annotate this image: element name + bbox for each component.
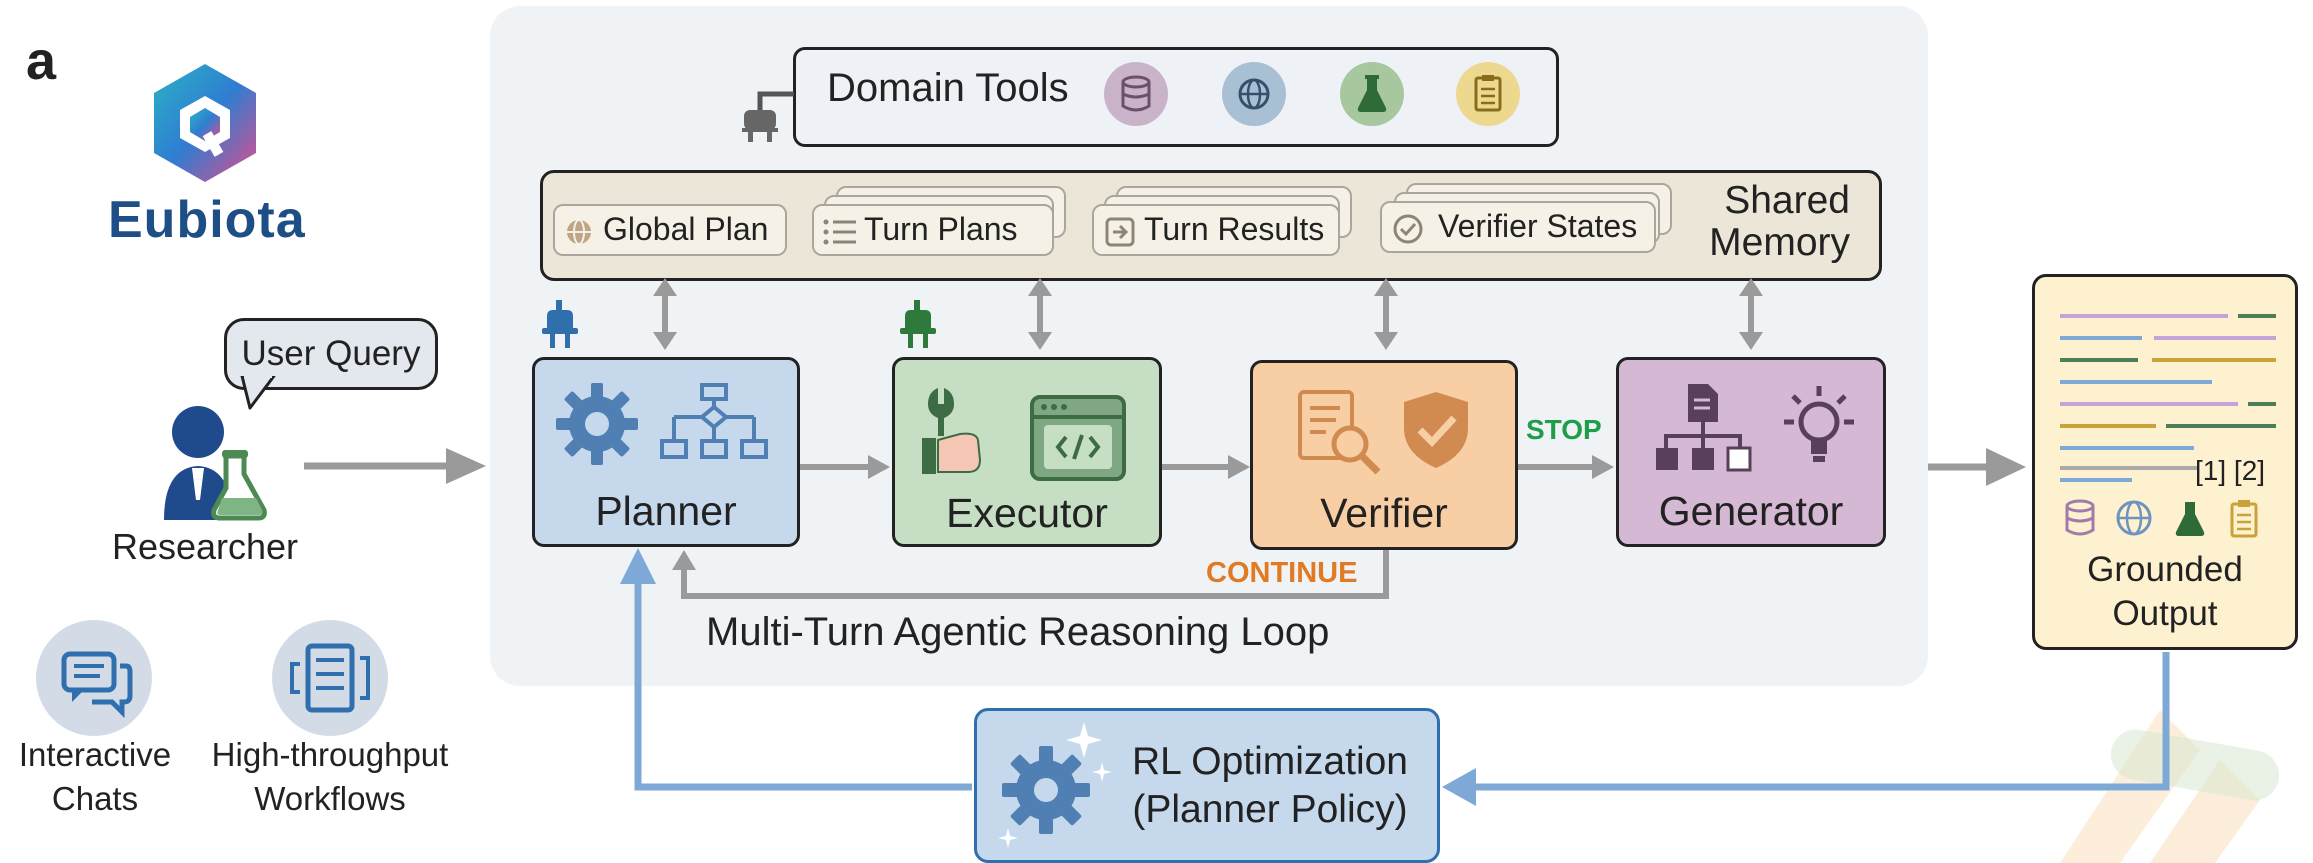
researcher-icon — [164, 406, 267, 521]
continue-label: CONTINUE — [1206, 557, 1358, 589]
grounded-output-line1: Grounded — [2087, 550, 2243, 589]
plug-icon — [742, 91, 794, 142]
sparkle-gear-icon — [998, 722, 1112, 848]
mode-interactive-line1: Interactive — [18, 736, 172, 773]
shared-memory-title-line1: Shared — [1724, 179, 1850, 222]
globe-icon — [2116, 500, 2152, 536]
database-icon — [1104, 62, 1168, 126]
list-icon — [823, 219, 856, 245]
workflow-icon — [272, 620, 388, 736]
citation-labels: [1] [2] — [2195, 455, 2266, 486]
user-query-bubble: User Query — [224, 318, 438, 390]
brand-name: Eubiota — [108, 191, 306, 249]
lightbulb-icon — [1784, 386, 1854, 462]
shared-memory-title-line2: Memory — [1709, 221, 1850, 264]
loop-title: Multi-Turn Agentic Reasoning Loop — [706, 610, 1330, 654]
memory-global-plan: Global Plan — [553, 204, 787, 256]
mode-high-throughput-line2: Workflows — [254, 780, 406, 817]
grounded-output-title: Grounded Output — [2032, 548, 2298, 636]
memory-turn-results: Turn Results — [1092, 204, 1340, 256]
memory-global-plan-label: Global Plan — [603, 211, 769, 247]
planner-label: Planner — [595, 488, 737, 534]
mode-interactive-chats — [34, 618, 154, 738]
eubiota-logo-icon — [154, 64, 256, 182]
memory-verifier-states: Verifier States — [1380, 201, 1656, 253]
domain-tools-title: Domain Tools — [827, 66, 1069, 110]
plug-icon — [542, 300, 578, 348]
executor-label: Executor — [946, 490, 1108, 536]
memory-turn-results-label: Turn Results — [1144, 211, 1325, 247]
gear-icon — [556, 383, 638, 465]
mode-high-throughput-line1: High-throughput — [211, 736, 449, 773]
verifier-node — [1250, 360, 1518, 550]
mode-interactive-line2: Chats — [51, 780, 139, 817]
generator-label: Generator — [1658, 488, 1844, 534]
memory-turn-plans: Turn Plans — [812, 204, 1054, 256]
flask-icon — [2175, 502, 2205, 536]
memory-verifier-states-label: Verifier States — [1438, 208, 1638, 244]
flowchart-icon — [660, 383, 768, 459]
document-search-icon — [1298, 390, 1381, 475]
memory-turn-plans-label: Turn Plans — [864, 211, 1018, 247]
globe-icon — [567, 219, 591, 245]
plug-icon — [900, 300, 936, 348]
clipboard-icon — [1456, 62, 1520, 126]
flask-icon — [1340, 62, 1404, 126]
hierarchy-document-icon — [1656, 384, 1752, 472]
stop-label: STOP — [1526, 414, 1602, 445]
mode-interactive-label: Interactive Chats — [0, 733, 190, 821]
shield-check-icon — [1404, 392, 1468, 468]
clipboard-icon — [2230, 500, 2258, 538]
researcher-label: Researcher — [111, 526, 299, 567]
verifier-label: Verifier — [1320, 490, 1448, 536]
input-arrow — [304, 448, 486, 484]
rl-optimization-label: RL Optimization (Planner Policy) — [1120, 738, 1420, 834]
grounded-output-line2: Output — [2112, 594, 2218, 633]
mode-high-throughput-label: High-throughput Workflows — [190, 733, 470, 821]
bubble-tail — [240, 376, 276, 410]
database-icon — [2065, 499, 2095, 536]
enter-icon — [1105, 217, 1135, 247]
output-text-lines — [2060, 314, 2276, 482]
thumbs-up-wrench-icon — [922, 388, 982, 474]
rl-line1: RL Optimization — [1132, 740, 1408, 783]
panel-label: a — [26, 31, 57, 91]
rl-line2: (Planner Policy) — [1132, 788, 1408, 831]
chat-icon — [36, 620, 152, 736]
domain-tools-box — [793, 47, 1559, 147]
check-circle-icon — [1393, 214, 1423, 244]
code-window-icon — [1030, 395, 1126, 481]
shared-memory-title: Shared Memory — [1690, 180, 1850, 264]
mode-high-throughput — [270, 618, 390, 738]
globe-icon — [1222, 62, 1286, 126]
